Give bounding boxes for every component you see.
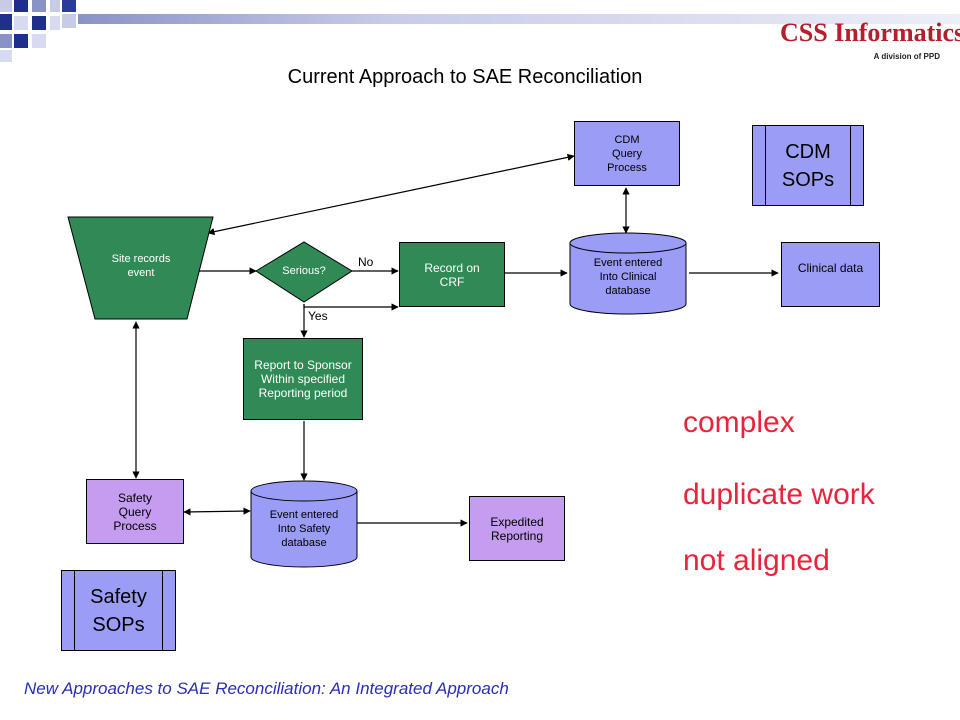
safety-sops-box: Safety SOPs: [61, 570, 176, 651]
safety-database-shape: [250, 480, 358, 568]
logo-brand: CSS Informatics®: [780, 18, 960, 47]
record-on-crf-box: Record on CRF: [399, 242, 505, 307]
report-to-sponsor-box: Report to Sponsor Within specified Repor…: [243, 338, 363, 420]
footer-caption: New Approaches to SAE Reconciliation: An…: [24, 679, 509, 698]
safety-query-process-box: Safety Query Process: [86, 479, 184, 544]
company-logo: CSS Informatics® A division of PPD: [780, 10, 960, 70]
logo-subtitle: A division of PPD: [873, 52, 940, 61]
site-records-shape: [67, 216, 214, 320]
issue-not-aligned: not aligned: [683, 544, 830, 577]
cdm-query-process-box: CDM Query Process: [574, 121, 680, 186]
serious-label: Serious?: [282, 265, 326, 277]
arrow-safetyquery-safetydb: [183, 507, 251, 516]
edge-label-no: No: [358, 255, 374, 269]
arrow-yes-to-crf: [303, 303, 399, 311]
site-records-label: Site records event: [111, 253, 171, 279]
serious-decision-shape: [255, 241, 353, 303]
issue-complex: complex: [683, 406, 795, 439]
clinical-data-box: Clinical data: [781, 242, 880, 307]
issue-duplicate-work: duplicate work: [683, 478, 875, 511]
arrow-cdm-to-site: [207, 153, 575, 236]
cdm-sops-box: CDM SOPs: [752, 125, 864, 206]
edge-label-yes: Yes: [308, 309, 328, 323]
clinical-database-label: Event entered Into Clinical database: [593, 257, 663, 297]
page-title: Current Approach to SAE Reconciliation: [287, 66, 643, 88]
safety-database-label: Event entered Into Safety database: [269, 509, 339, 549]
expedited-reporting-box: Expedited Reporting: [469, 496, 565, 561]
clinical-database-shape: [569, 232, 687, 315]
